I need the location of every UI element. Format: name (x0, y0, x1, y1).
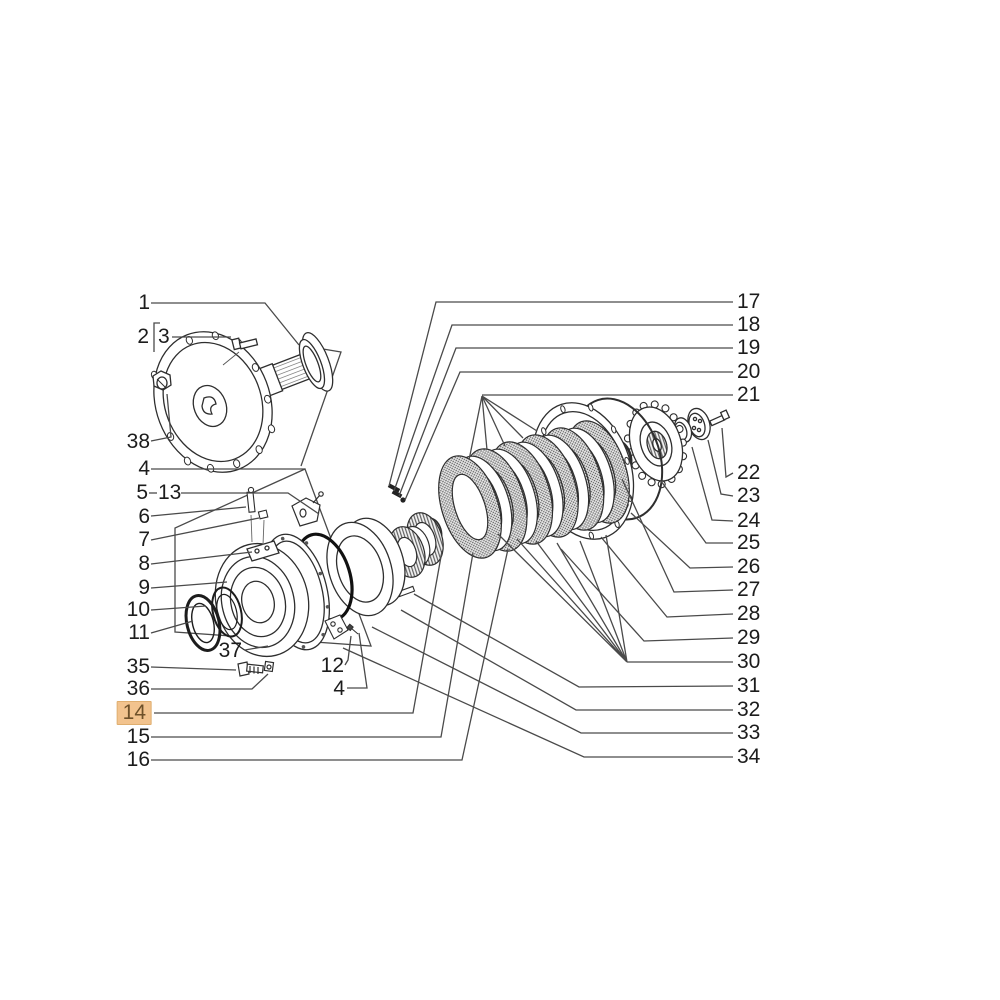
leader-11 (150, 620, 194, 634)
callout-1[interactable]: 1 (138, 291, 150, 314)
leader-17 (388, 301, 733, 487)
shim-plate (324, 614, 349, 640)
outer-seal-ring (184, 594, 222, 652)
callout-30[interactable]: 30 (737, 650, 761, 673)
leader-28 (600, 536, 734, 618)
leader-23 (707, 439, 734, 497)
leader-24 (691, 446, 734, 522)
callout-8[interactable]: 8 (138, 552, 150, 575)
callout-4b[interactable]: 4 (333, 677, 345, 700)
leader-12 (344, 635, 352, 666)
leader-9 (150, 581, 228, 589)
callout-10[interactable]: 10 (126, 598, 150, 621)
callout-9[interactable]: 9 (138, 576, 150, 599)
callout-24[interactable]: 24 (737, 509, 761, 532)
callout-34[interactable]: 34 (737, 745, 761, 768)
flange-bolt (222, 337, 259, 366)
retaining-bolt (708, 409, 731, 427)
callout-36[interactable]: 36 (126, 677, 150, 700)
axle-flange (150, 331, 276, 473)
inner-seal-ring (211, 586, 243, 638)
leader-21-fan (468, 394, 733, 461)
leader-1 (151, 302, 300, 346)
callout-31[interactable]: 31 (737, 674, 761, 697)
callout-20[interactable]: 20 (737, 360, 761, 383)
piston-pressure-plate (326, 517, 406, 617)
housing-bolt (237, 661, 264, 677)
plug-nut (257, 509, 269, 520)
leader-34 (342, 647, 733, 758)
callout-35[interactable]: 35 (126, 655, 150, 678)
callout-21[interactable]: 21 (737, 383, 761, 406)
detent-spring-parts (387, 483, 406, 503)
leader-15 (151, 552, 474, 738)
housing-nut (263, 660, 275, 673)
clutch-pack (438, 420, 630, 559)
leader-37 (244, 645, 269, 651)
leader-7 (150, 517, 260, 541)
shim-bolt (346, 623, 359, 635)
leader-13 (181, 492, 320, 515)
callout-38[interactable]: 38 (126, 430, 150, 453)
hub-housing (214, 533, 330, 658)
axle-nut (152, 370, 172, 391)
housing-top-boss (246, 540, 280, 562)
leader-33 (371, 626, 733, 734)
end-cap (687, 407, 711, 441)
callout-12[interactable]: 12 (320, 654, 344, 677)
leader-27 (621, 478, 734, 593)
leader-10 (150, 605, 207, 611)
callout-28[interactable]: 28 (737, 602, 761, 625)
callout-16[interactable]: 16 (126, 748, 150, 771)
axle-shaft (224, 332, 334, 409)
leader-35 (150, 666, 237, 671)
breather-valve (246, 486, 269, 546)
callout-17[interactable]: 17 (737, 290, 761, 313)
friction-disc (438, 455, 502, 559)
axle-flange-shaft-assembly (150, 331, 334, 473)
seal-rings (184, 586, 243, 652)
callout-22[interactable]: 22 (737, 461, 761, 484)
leader-4b (347, 632, 368, 689)
leader-31 (413, 593, 734, 688)
leader-16 (151, 548, 509, 761)
callout-19[interactable]: 19 (737, 336, 761, 359)
callout-25[interactable]: 25 (737, 531, 761, 554)
callout-27[interactable]: 27 (737, 578, 761, 601)
leader-lines (149, 301, 734, 761)
callout-6[interactable]: 6 (138, 505, 150, 528)
leader-19 (398, 347, 733, 497)
callout-2[interactable]: 2 (137, 325, 149, 348)
leader-8 (150, 551, 253, 565)
callout-13[interactable]: 13 (158, 481, 182, 504)
callout-15[interactable]: 15 (126, 725, 150, 748)
leader-38 (150, 393, 172, 442)
callout-23[interactable]: 23 (737, 484, 761, 507)
valve-bracket (291, 491, 324, 527)
leader-22 (721, 427, 734, 479)
leader-25 (660, 480, 733, 544)
leader-30-fan (497, 533, 733, 663)
leader-20 (404, 371, 733, 501)
callout-26[interactable]: 26 (737, 555, 761, 578)
callout-7[interactable]: 7 (138, 528, 150, 551)
callout-29[interactable]: 29 (737, 626, 761, 649)
callout-5[interactable]: 5 (136, 481, 148, 504)
callout-18[interactable]: 18 (737, 313, 761, 336)
callout-37[interactable]: 37 (218, 639, 242, 662)
callout-4a[interactable]: 4 (138, 457, 150, 480)
bracket-2-3 (153, 322, 160, 352)
callout-3[interactable]: 3 (158, 325, 170, 348)
leader-36 (151, 673, 269, 690)
callout-33[interactable]: 33 (737, 721, 761, 744)
callout-14-highlighted[interactable]: 14 (116, 701, 152, 725)
leader-6 (150, 506, 247, 517)
callout-32[interactable]: 32 (737, 698, 761, 721)
leader-26 (630, 512, 734, 569)
callout-11[interactable]: 11 (128, 621, 150, 644)
leader-32 (400, 609, 733, 711)
leader-29 (560, 548, 734, 642)
leader-18 (393, 324, 733, 492)
